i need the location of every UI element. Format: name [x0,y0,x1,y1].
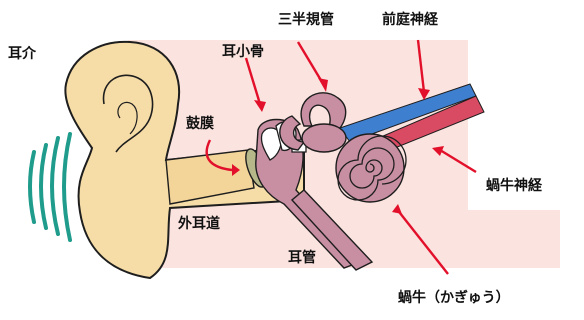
vestibular-nerve-label: 前庭神経 [382,12,438,28]
cochlea-label: 蝸牛（かぎゅう） [398,290,510,306]
cochlear-nerve-label: 蝸牛神経 [486,178,542,194]
semicircular-canals-label: 三半規管 [278,12,334,28]
eardrum-label: 鼓膜 [186,116,214,132]
ossicles-label: 耳小骨 [222,44,264,60]
eustachian-tube-label: 耳管 [288,250,316,266]
sound-waves [30,134,70,240]
ear-canal-label: 外耳道 [178,216,220,232]
auricle-label: 耳介 [8,46,36,62]
